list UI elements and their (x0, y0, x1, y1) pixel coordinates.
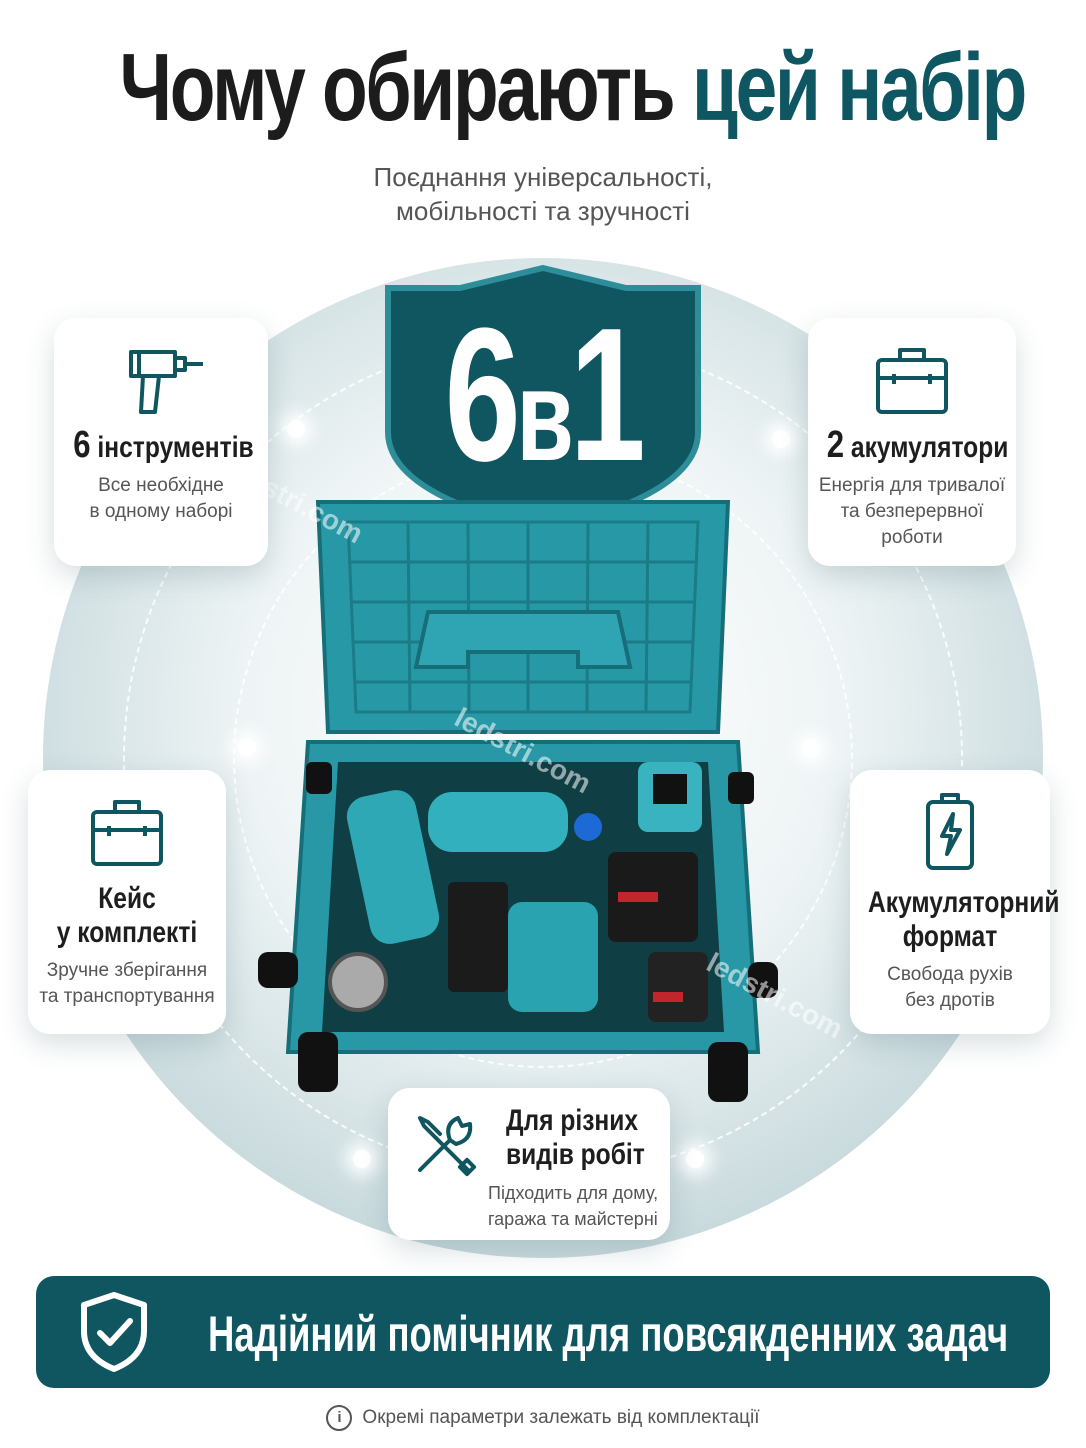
badge-number-right: 1 (569, 289, 646, 501)
title-part-1: Чому обирають (119, 34, 692, 141)
feature-title: Акумуляторний формат (868, 886, 1060, 954)
feature-desc-line-1: Підходить для дому, (488, 1183, 659, 1203)
badge-text: 6в1 (426, 300, 661, 510)
footnote: i Окремі параметри залежать від комплекта… (0, 1404, 1086, 1432)
page-title: Чому обирають цей набір (119, 38, 1027, 138)
badge-number-left: 6 (444, 289, 521, 501)
feature-title-text: акумулятори (844, 431, 1009, 464)
battery-icon (926, 793, 974, 870)
feature-description: Енергія для тривалої та безперервної роб… (808, 473, 1016, 551)
feature-title-line-2: видів робіт (506, 1138, 645, 1171)
case-icon (876, 348, 948, 414)
feature-title-number: 6 (73, 424, 91, 466)
feature-card-tools: 6 інструментів Все необхідне в одному на… (54, 318, 268, 566)
feature-description: Підходить для дому, гаража та майстерні (488, 1180, 658, 1232)
glow-dot (353, 1150, 371, 1168)
footnote-text: Окремі параметри залежать від комплектац… (362, 1407, 760, 1428)
glow-dot (238, 738, 256, 756)
feature-title: 6 інструментів (73, 426, 253, 465)
subtitle-line-1: Поєднання універсальності, (373, 162, 713, 192)
feature-desc-line-1: Свобода рухів (887, 964, 1013, 985)
info-icon: i (326, 1404, 353, 1431)
feature-title-number: 2 (826, 424, 845, 466)
feature-desc-line-1: Енергія для тривалої (818, 475, 1006, 496)
feature-description: Все необхідне в одному наборі (54, 473, 268, 525)
glow-dot (772, 430, 790, 448)
page-subtitle: Поєднання універсальності, мобільності т… (0, 160, 1086, 228)
tools-icon (418, 1116, 477, 1177)
feature-desc-line-2: гаража та майстерні (488, 1209, 658, 1229)
glow-dot (802, 740, 820, 758)
feature-card-battery-format: Акумуляторний формат Свобода рухів без д… (850, 770, 1060, 1034)
feature-description: Свобода рухів без дротів (850, 962, 1050, 1014)
banner-text: Надійний помічник для повсякденних задач (208, 1306, 1009, 1362)
glow-dot (686, 1150, 704, 1168)
feature-title: Кейс у комплекті (46, 882, 208, 950)
feature-card-batteries: 2 акумулятори Енергія для тривалої та бе… (808, 318, 1016, 566)
feature-title: Для різних видів робіт (506, 1104, 645, 1172)
badge-connector: в (516, 342, 574, 488)
feature-title-text: інструментів (90, 431, 254, 464)
case-icon (91, 800, 163, 866)
feature-title-line-1: Акумуляторний (868, 886, 1060, 919)
feature-title: 2 акумулятори (827, 426, 1009, 465)
subtitle-line-2: мобільності та зручності (396, 196, 690, 226)
feature-title-line-2: у комплекті (56, 916, 198, 949)
feature-desc-line-2: в одному наборі (89, 501, 233, 522)
tool-case-image (258, 500, 778, 1102)
feature-desc-line-1: Зручне зберігання (46, 960, 208, 981)
feature-desc-line-2: та транспортування (39, 986, 215, 1007)
title-part-2: цей набір (691, 34, 1027, 141)
feature-card-case: Кейс у комплекті Зручне зберігання та тр… (28, 770, 226, 1034)
drill-icon (129, 350, 203, 414)
feature-title-line-2: формат (902, 920, 998, 953)
feature-description: Зручне зберігання та транспортування (28, 958, 226, 1010)
feature-title-line-1: Кейс (98, 882, 156, 915)
feature-desc-line-2: та безперервної роботи (840, 501, 984, 548)
feature-card-works: Для різних видів робіт Підходить для дом… (388, 1088, 670, 1240)
feature-title-line-1: Для різних (506, 1104, 639, 1137)
bottom-banner: Надійний помічник для повсякденних задач (36, 1276, 1050, 1388)
feature-desc-line-2: без дротів (905, 990, 995, 1011)
feature-desc-line-1: Все необхідне (98, 475, 224, 496)
glow-dot (287, 420, 305, 438)
shield-check-icon (81, 1292, 147, 1372)
